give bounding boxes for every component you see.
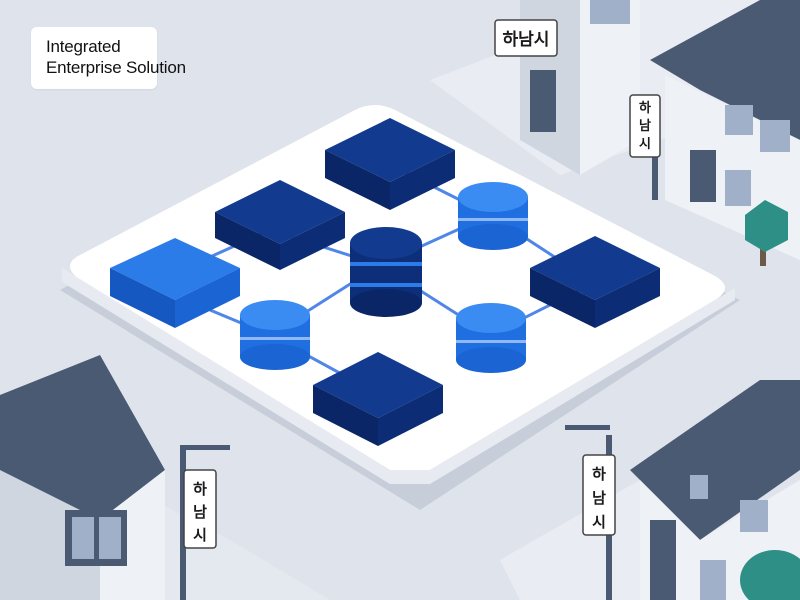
building-bottom-left [0, 355, 165, 600]
sign-right-char-3: 시 [592, 513, 606, 531]
headline-line-1: Integrated [46, 37, 121, 56]
tree-bottom-right [740, 550, 800, 600]
sign-top-vertical-char-3: 시 [639, 137, 651, 152]
tree-right [745, 200, 788, 266]
headline-card: Integrated Enterprise Solution [31, 27, 186, 89]
blue-block-left [110, 238, 240, 328]
sign-top-vertical: 하 남 시 [629, 94, 661, 200]
headline-line-2: Enterprise Solution [46, 58, 186, 77]
database-lower-left [240, 300, 310, 370]
navy-block-right [530, 236, 660, 328]
database-lower-right [456, 303, 526, 373]
navy-block-upper-left [215, 180, 345, 270]
database-center [350, 227, 422, 317]
sign-left-char-3: 시 [193, 526, 207, 544]
sign-top-vertical-char-1: 하 [639, 100, 651, 116]
sign-top-vertical-char-2: 남 [639, 118, 651, 134]
sign-right-char-2: 남 [592, 489, 606, 507]
sign-left-vertical: 하 남 시 [180, 445, 230, 600]
platform-edge [62, 268, 735, 484]
navy-block-top [325, 118, 455, 210]
navy-block-bottom [313, 352, 443, 446]
database-upper-right [458, 182, 528, 250]
sign-top-horizontal: 하남시 [494, 19, 558, 57]
sign-top-text: 하남시 [503, 30, 550, 50]
sign-right-char-1: 하 [592, 465, 606, 483]
sign-right-vertical: 하 남 시 [565, 425, 616, 600]
sign-left-char-1: 하 [193, 480, 207, 498]
sign-left-char-2: 남 [193, 503, 207, 521]
